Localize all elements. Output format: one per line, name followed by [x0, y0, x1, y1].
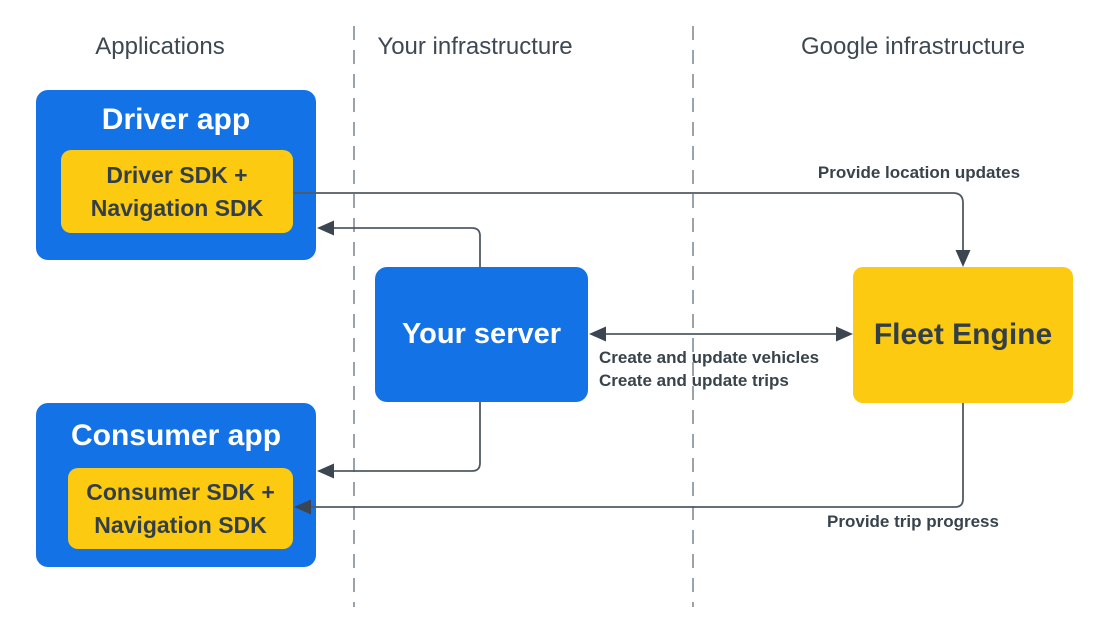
consumer-sdk-label-line1: Consumer SDK +: [86, 478, 275, 505]
node-consumer-sdk: Consumer SDK + Navigation SDK: [68, 468, 293, 549]
driver-sdk-label-line1: Driver SDK +: [106, 161, 248, 188]
node-driver-sdk: Driver SDK + Navigation SDK: [61, 150, 293, 233]
edge-label-location-updates: Provide location updates: [817, 163, 1021, 182]
arrow-down-icon: [955, 250, 971, 267]
driver-sdk-label-line2: Navigation SDK: [90, 194, 264, 221]
column-header-google-infrastructure: Google infrastructure: [801, 33, 1026, 60]
edge-trip-progress-line: [311, 403, 964, 508]
arrow-right-icon: [836, 326, 853, 342]
column-header-applications: Applications: [95, 33, 225, 60]
edge-label-create-update: Create and update vehicles Create and up…: [599, 346, 819, 392]
column-header-your-infrastructure: Your infrastructure: [377, 33, 573, 60]
arrow-left-icon: [317, 220, 334, 236]
edge-location-updates-line: [293, 192, 964, 250]
consumer-app-title: Consumer app: [70, 418, 282, 452]
fleet-engine-title: Fleet Engine: [873, 318, 1053, 351]
node-consumer-app: Consumer app Consumer SDK + Navigation S…: [36, 403, 316, 567]
driver-app-title: Driver app: [101, 103, 251, 136]
edge-server-to-consumer-line: [334, 402, 481, 472]
node-driver-app: Driver app Driver SDK + Navigation SDK: [36, 90, 316, 260]
consumer-sdk-label-line2: Navigation SDK: [94, 511, 267, 538]
edge-label-create-update-trips: Create and update trips: [599, 371, 789, 390]
edge-label-create-update-vehicles: Create and update vehicles: [599, 348, 820, 367]
your-server-title: Your server: [401, 318, 562, 350]
arrow-left-icon: [317, 463, 334, 479]
edge-label-trip-progress: Provide trip progress: [827, 512, 999, 531]
node-your-server: Your server: [375, 267, 588, 402]
arrow-left-icon: [589, 326, 606, 342]
edge-server-to-driver-line: [334, 227, 481, 267]
node-fleet-engine: Fleet Engine: [853, 267, 1073, 403]
